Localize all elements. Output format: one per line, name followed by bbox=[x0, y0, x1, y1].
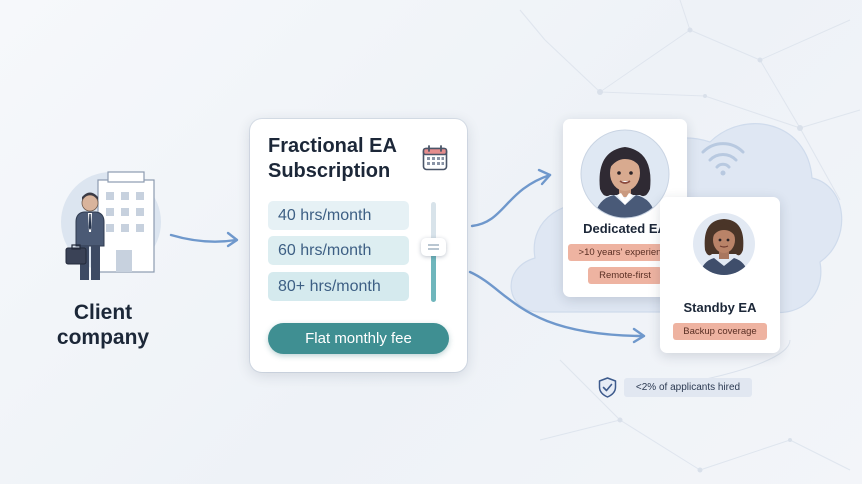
subscription-title-line1: Fractional EA bbox=[268, 135, 397, 157]
arrow-subscription-to-dedicated-ea bbox=[470, 173, 552, 228]
client-illustration bbox=[61, 171, 161, 280]
dedicated-ea-avatar bbox=[580, 129, 670, 219]
flat-monthly-fee-button[interactable]: Flat monthly fee bbox=[268, 323, 449, 354]
office-building-icon bbox=[97, 171, 155, 273]
network-lines bbox=[519, 0, 861, 471]
standby-ea-card: Standby EA Backup coverage bbox=[660, 197, 780, 353]
tier-option-80-plus[interactable]: 80+ hrs/month bbox=[268, 272, 409, 301]
standby-ea-name: Standby EA bbox=[683, 300, 757, 315]
calendar-icon bbox=[422, 145, 448, 171]
subscription-title: Fractional EA Subscription bbox=[268, 134, 418, 184]
subscription-card: Fractional EA Subscription 40 hrs/month … bbox=[250, 119, 467, 372]
experience-tag: >10 years' experience bbox=[568, 244, 682, 261]
standby-ea-avatar bbox=[693, 213, 755, 275]
client-label-line1: Client bbox=[73, 301, 133, 324]
client-label-line2: company bbox=[56, 326, 150, 349]
applicants-hired-badge: <2% of applicants hired bbox=[624, 378, 752, 397]
dedicated-ea-name: Dedicated EA bbox=[583, 221, 667, 236]
tier-option-60[interactable]: 60 hrs/month bbox=[268, 236, 409, 265]
subscription-title-line2: Subscription bbox=[268, 160, 391, 182]
network-nodes bbox=[597, 27, 803, 473]
arrows bbox=[169, 168, 646, 344]
wifi-icon bbox=[701, 142, 745, 169]
remote-first-tag: Remote-first bbox=[588, 267, 662, 284]
shield-check-icon bbox=[598, 377, 617, 398]
tier-option-40[interactable]: 40 hrs/month bbox=[268, 201, 409, 230]
businessman-icon bbox=[65, 192, 105, 280]
hours-slider-thumb[interactable] bbox=[421, 238, 446, 256]
hours-slider-fill bbox=[431, 240, 436, 302]
client-company-label: Client company bbox=[48, 300, 158, 350]
backup-coverage-tag: Backup coverage bbox=[673, 323, 767, 340]
wifi-dot bbox=[720, 170, 726, 176]
arrow-subscription-to-standby-ea bbox=[468, 270, 645, 338]
arrow-client-to-subscription bbox=[169, 233, 238, 243]
